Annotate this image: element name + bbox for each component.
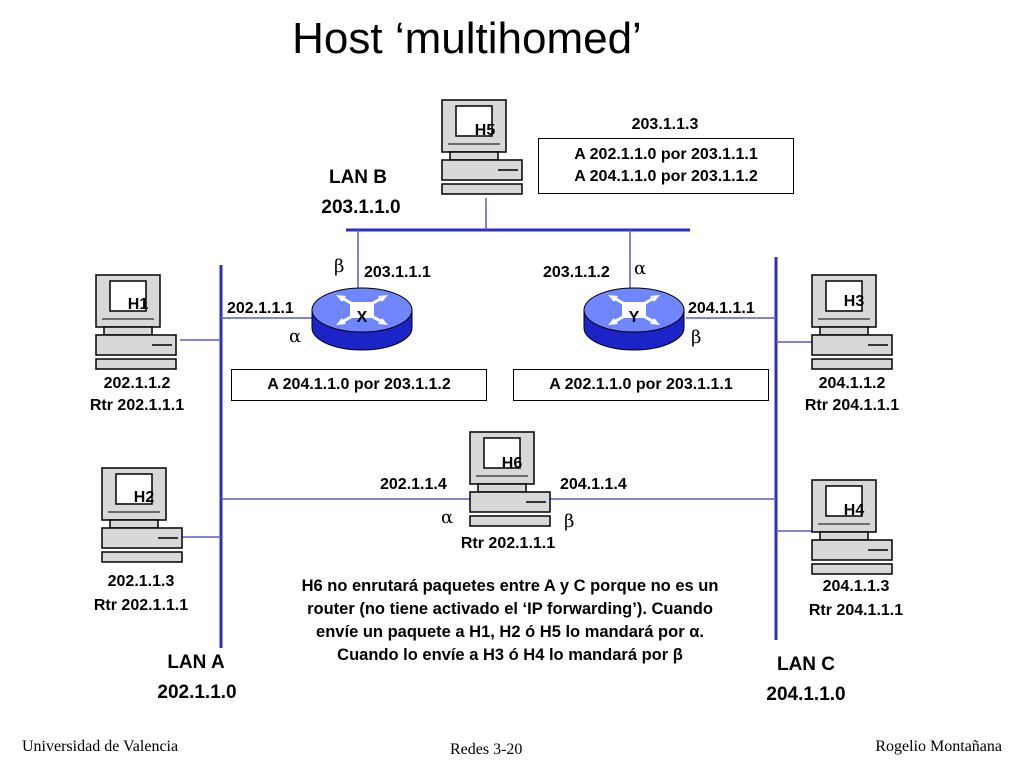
router-x-ip-b: 203.1.1.1 [364, 264, 431, 281]
lan-a-net: 202.1.1.0 [157, 682, 237, 703]
lan-a-name: LAN A [167, 652, 225, 673]
h4-ip: 204.1.1.3 [822, 578, 890, 595]
lan-b-net: 203.1.1.0 [321, 197, 401, 218]
h6-alpha: α [441, 507, 454, 528]
router-x-route: A 204.1.1.0 por 203.1.1.2 [231, 369, 487, 401]
h6-router: Rtr 202.1.1.1 [460, 535, 556, 552]
h2-router: Rtr 202.1.1.1 [93, 597, 189, 614]
h3-ip: 204.1.1.2 [818, 375, 886, 392]
router-x-ip-a: 202.1.1.1 [227, 300, 294, 317]
host-h4-icon [811, 479, 893, 575]
host-h3-icon [811, 274, 893, 370]
lan-b-name: LAN B [328, 167, 388, 188]
router-y-beta: β [691, 327, 702, 348]
router-x-beta: β [334, 256, 345, 277]
h6-ip-c: 204.1.1.4 [560, 476, 627, 493]
h2-ip: 202.1.1.3 [107, 573, 175, 590]
router-y-alpha: α [634, 258, 647, 279]
router-y-ip-b: 203.1.1.2 [543, 264, 610, 281]
lan-c-name: LAN C [776, 654, 836, 675]
host-h2-icon [101, 467, 183, 563]
lan-c-net: 204.1.1.0 [766, 684, 846, 705]
host-h6-name: H6 [501, 455, 523, 472]
explanation-note: H6 no enrutará paquetes entre A y C porq… [301, 577, 719, 664]
h5-route-2: A 204.1.1.0 por 203.1.1.2 [574, 168, 758, 185]
router-y-route: A 202.1.1.0 por 203.1.1.1 [513, 369, 769, 401]
host-h3-name: H3 [843, 293, 865, 310]
host-h5-name: H5 [474, 122, 496, 139]
router-x-alpha: α [289, 326, 302, 347]
h1-router: Rtr 202.1.1.1 [89, 397, 185, 414]
footer-left: Universidad de Valencia [22, 738, 179, 755]
h5-ip: 203.1.1.3 [631, 116, 699, 133]
host-h4-name: H4 [843, 502, 865, 519]
h5-route-1: A 202.1.1.0 por 203.1.1.1 [574, 146, 758, 163]
host-h1-icon [95, 274, 177, 370]
host-h5-icon [441, 99, 523, 195]
host-h6-icon [469, 431, 551, 527]
h5-route-table: A 202.1.1.0 por 203.1.1.1 A 204.1.1.0 po… [538, 138, 794, 194]
h3-router: Rtr 204.1.1.1 [804, 397, 900, 414]
h1-ip: 202.1.1.2 [103, 375, 171, 392]
footer-center: Redes 3-20 [450, 741, 523, 758]
host-h1-name: H1 [127, 296, 149, 313]
host-h2-name: H2 [133, 489, 155, 506]
router-y-name: Y [628, 309, 640, 326]
router-y-ip-c: 204.1.1.1 [688, 300, 755, 317]
h4-router: Rtr 204.1.1.1 [808, 602, 904, 619]
page-title: Host ‘multihomed’ [292, 14, 642, 63]
h6-ip-a: 202.1.1.4 [380, 476, 447, 493]
footer-right: Rogelio Montañana [875, 738, 1002, 755]
router-x-name: X [356, 309, 368, 326]
h6-beta: β [564, 511, 575, 532]
